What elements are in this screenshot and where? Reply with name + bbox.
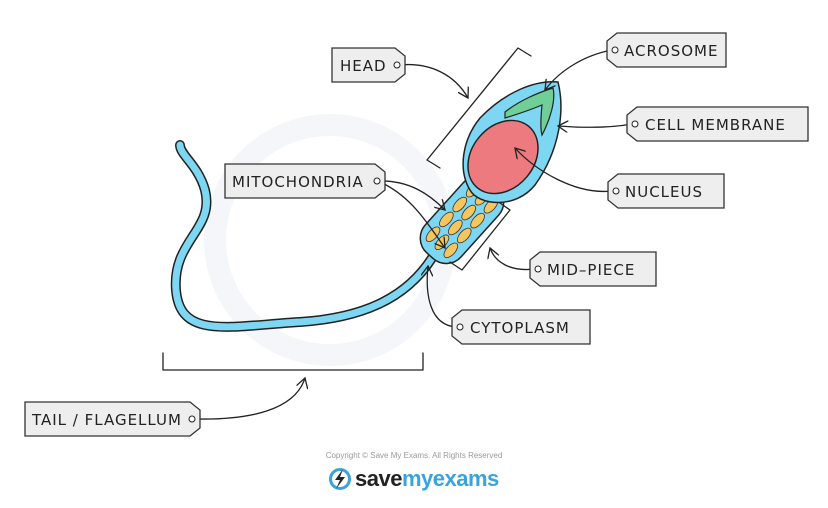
tail-flagellum <box>170 140 437 332</box>
mid-piece-bracket <box>449 202 511 271</box>
copyright-text: Copyright © Save My Exams. All Rights Re… <box>325 451 503 460</box>
label-mid-piece: MID–PIECE <box>529 251 657 287</box>
head-bracket <box>426 47 532 169</box>
label-head: HEAD <box>331 47 406 83</box>
label-mitochondria: MITOCHONDRIA <box>224 163 386 199</box>
svg-text:MID–PIECE: MID–PIECE <box>547 261 635 279</box>
label-acrosome: ACROSOME <box>606 32 727 68</box>
label-tail: TAIL / FLAGELLUM <box>24 401 201 437</box>
svg-text:CYTOPLASM: CYTOPLASM <box>470 319 570 337</box>
svg-text:ACROSOME: ACROSOME <box>624 42 718 60</box>
sperm-head <box>462 81 562 204</box>
label-cytoplasm: CYTOPLASM <box>451 309 591 345</box>
svg-text:TAIL / FLAGELLUM: TAIL / FLAGELLUM <box>31 411 182 429</box>
label-nucleus: NUCLEUS <box>607 173 725 209</box>
pointer-arrows <box>195 49 633 420</box>
svg-text:HEAD: HEAD <box>340 57 387 75</box>
svg-text:NUCLEUS: NUCLEUS <box>625 183 703 201</box>
label-cell-membrane: CELL MEMBRANE <box>626 106 809 142</box>
acrosome <box>504 87 555 137</box>
svg-text:CELL MEMBRANE: CELL MEMBRANE <box>645 116 786 134</box>
svg-text:MITOCHONDRIA: MITOCHONDRIA <box>232 173 364 191</box>
lightning-bolt-icon <box>329 468 351 490</box>
tail-bracket <box>162 352 424 371</box>
nucleus <box>467 119 539 195</box>
